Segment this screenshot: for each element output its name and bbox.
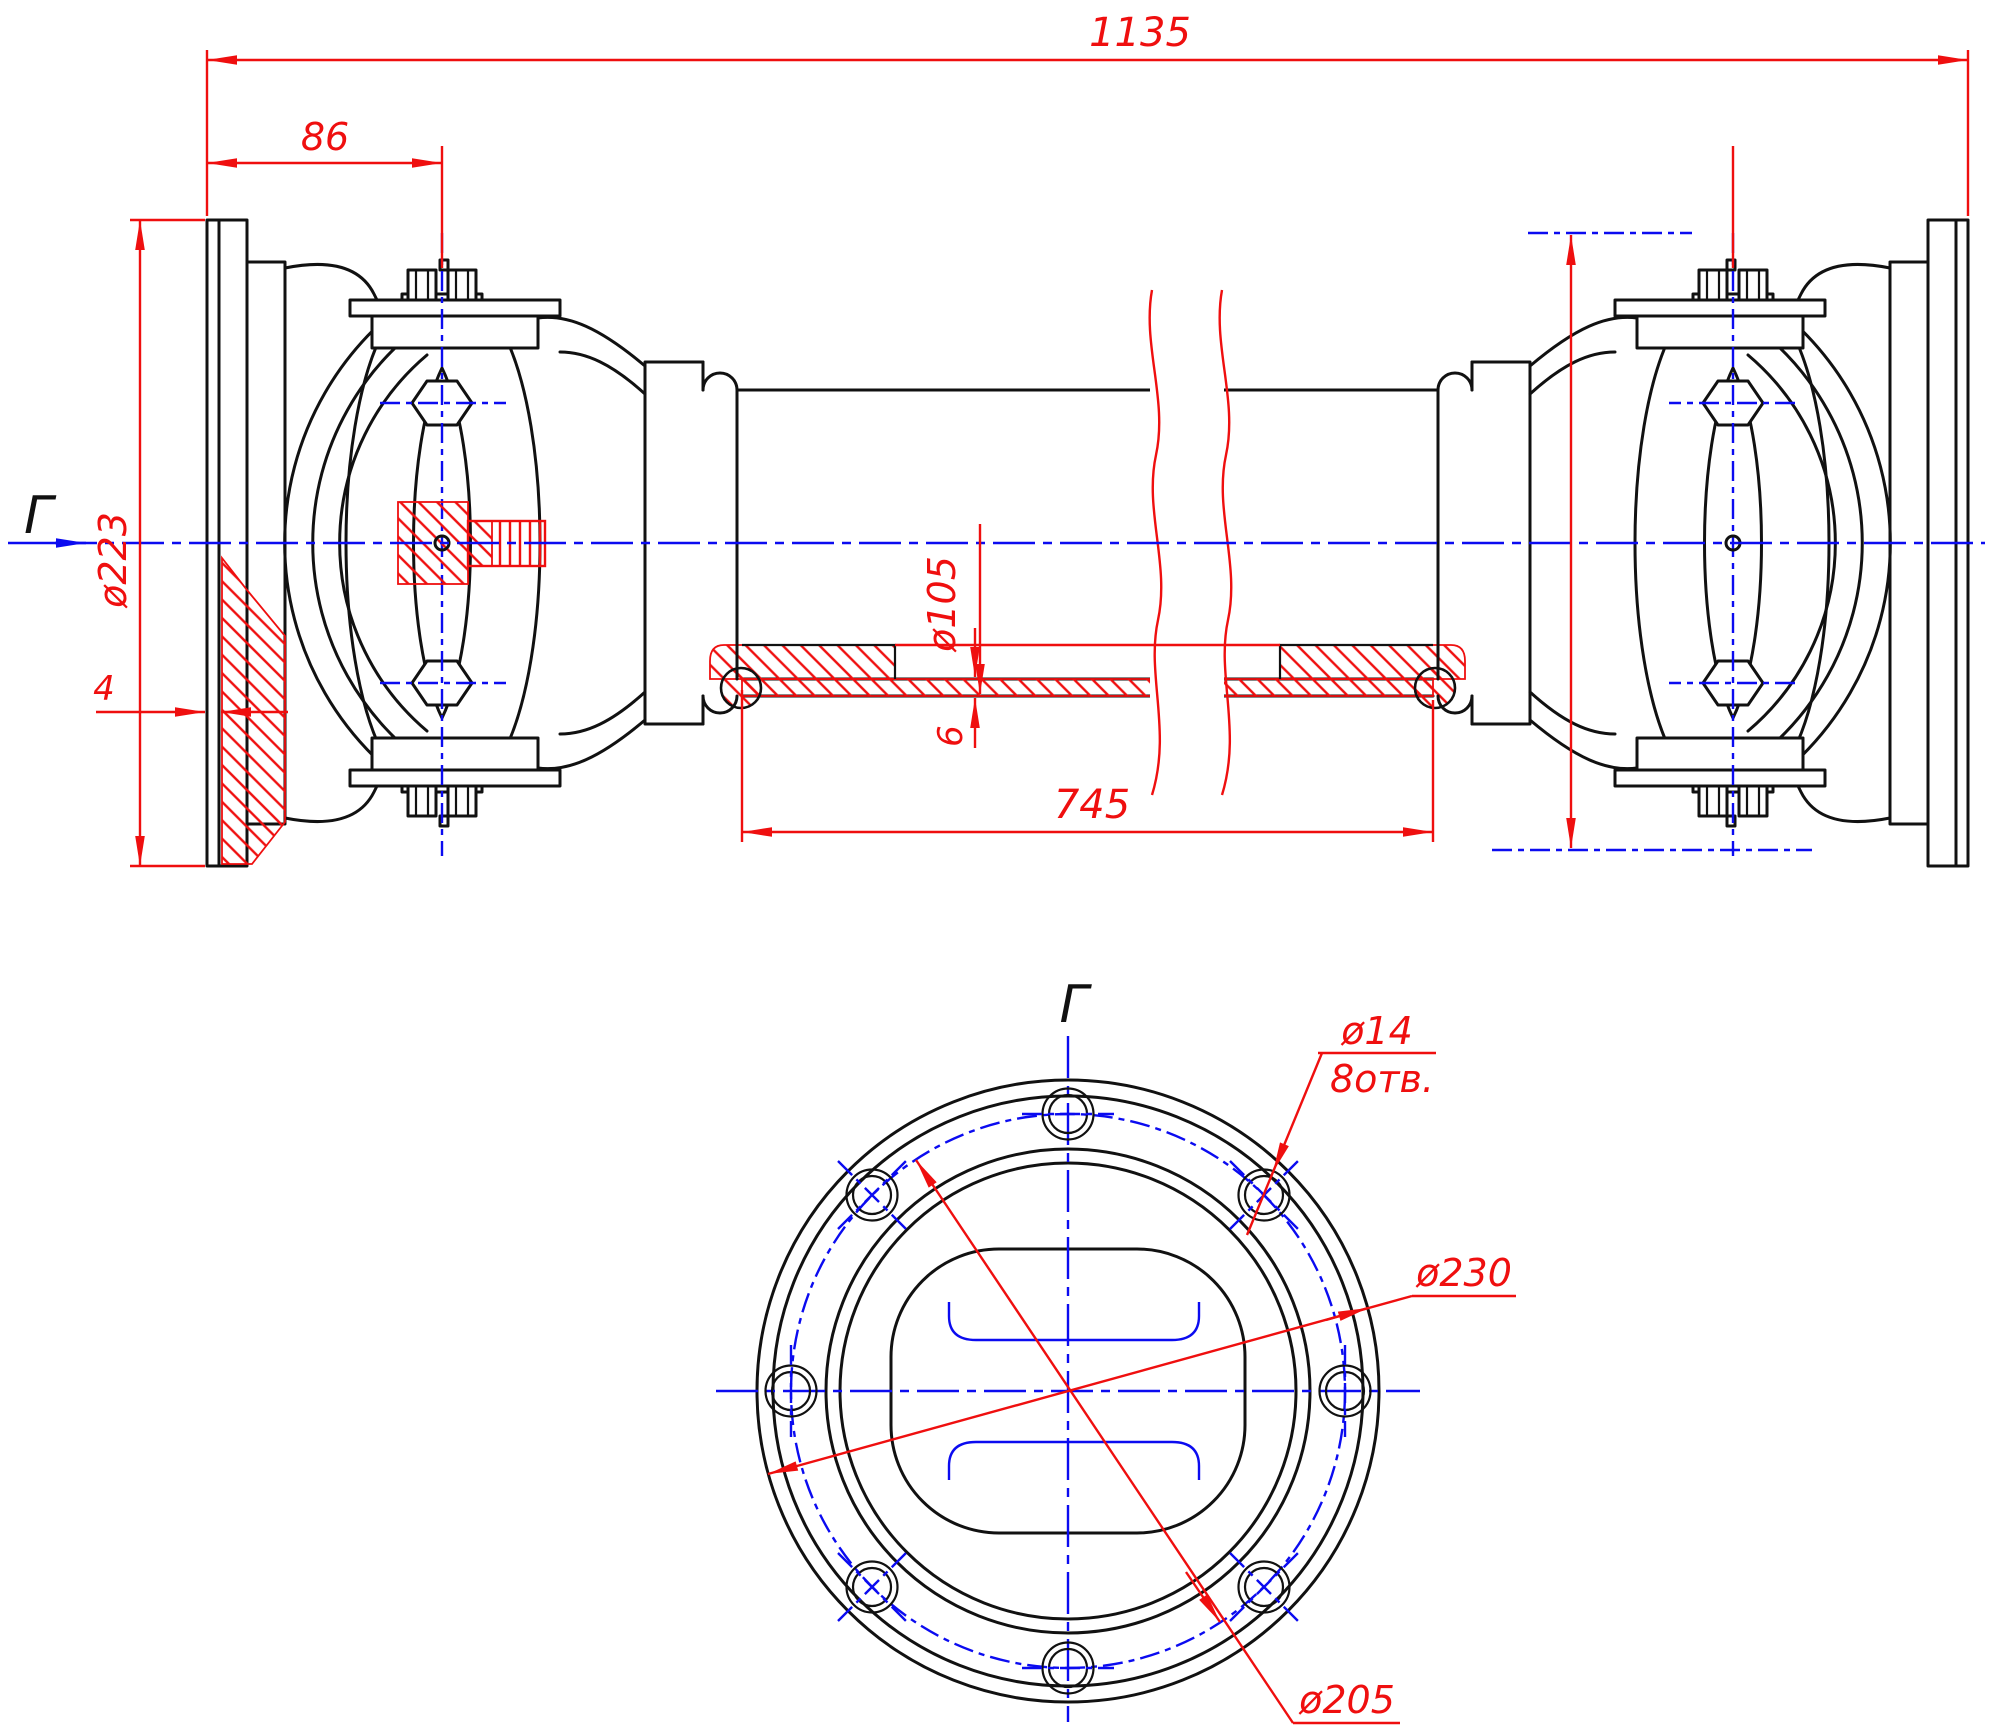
- break-line-right: [1218, 289, 1233, 796]
- dim-flange-lip: 4: [93, 669, 115, 709]
- break-line-left: [1148, 289, 1163, 796]
- flange-view-dimensions: ø230 ø205 ø14 8отв.: [767, 1009, 1516, 1725]
- dim-flange-to-joint: 86: [301, 115, 349, 159]
- dim-hole-count: 8отв.: [1330, 1057, 1434, 1101]
- side-view-dimensions: 1135 86 ø223 ø105 6 745 4 Г: [8, 10, 1970, 868]
- side-view: 1135 86 ø223 ø105 6 745 4 Г: [8, 10, 1985, 868]
- hidden-slot-bottom: [947, 1440, 1201, 1480]
- tube-wall-section-hatch: [741, 678, 1434, 697]
- dim-flange-diameter: ø223: [91, 512, 135, 609]
- bolt-holes: [764, 1087, 1372, 1695]
- tube-plug-left-hatch: [709, 644, 896, 680]
- tube: [709, 388, 1466, 710]
- weld-bead-right: [1413, 666, 1457, 710]
- tube-plug-right-hatch: [1279, 644, 1466, 680]
- dim-tube-diameter: ø105: [920, 556, 964, 653]
- hidden-slot-top: [947, 1302, 1201, 1342]
- dim-bolt-circle: ø205: [1298, 1678, 1395, 1722]
- dim-tube-length: 745: [1054, 782, 1130, 828]
- view-arrow-label: Г: [24, 486, 57, 546]
- dim-outer-diameter: ø230: [1415, 1251, 1512, 1295]
- dim-tube-wall: 6: [931, 725, 971, 747]
- dim-hole-diameter: ø14: [1340, 1009, 1413, 1053]
- left-joint-assembly: [205, 146, 739, 868]
- right-joint-assembly: [1436, 144, 1970, 868]
- section-title: Г: [1060, 975, 1093, 1035]
- flange-view: Г: [716, 975, 1516, 1725]
- dim-overall-length: 1135: [1089, 10, 1191, 56]
